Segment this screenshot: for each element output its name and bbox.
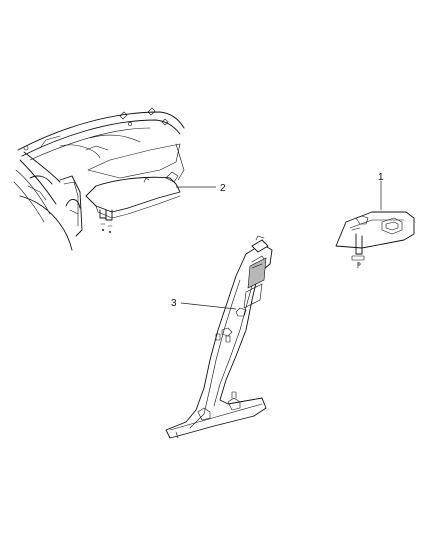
leader-3 (180, 302, 237, 310)
callout-3: 3 (171, 298, 177, 309)
part-2-trim-panel (85, 143, 185, 234)
vehicle-body-context (13, 107, 185, 251)
part-1-trim-cover (335, 211, 415, 269)
leader-lines (176, 181, 382, 310)
callout-1: 1 (378, 172, 384, 183)
part-3-b-pillar-trim (165, 235, 273, 439)
callout-2: 2 (220, 183, 226, 194)
